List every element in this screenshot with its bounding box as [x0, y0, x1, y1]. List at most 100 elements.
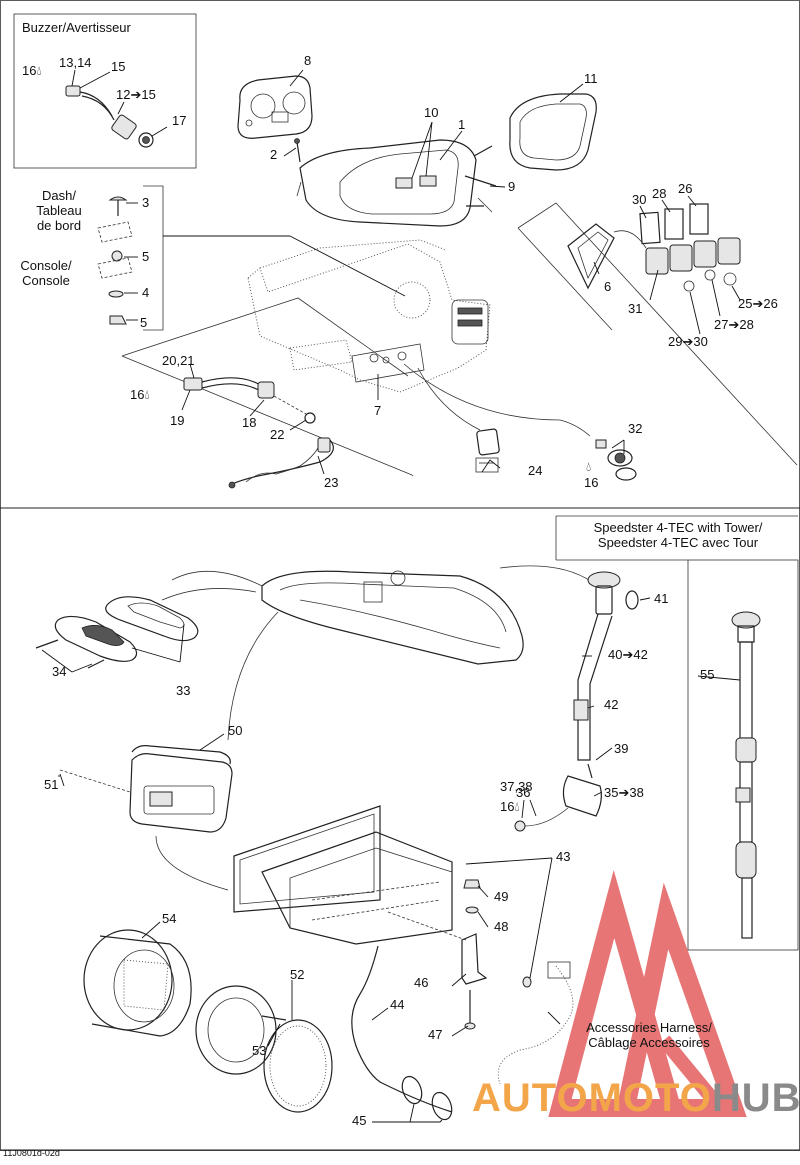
- callout-16-harness: 16💧︎: [130, 387, 150, 402]
- drop-icon-32: 💧︎: [586, 459, 592, 474]
- callout-13-14: 13,14: [59, 55, 92, 70]
- harness-23: [183, 377, 334, 489]
- callout-9: 9: [508, 179, 516, 194]
- drop-icon: 💧︎: [144, 387, 150, 402]
- callout-22: 22: [270, 427, 285, 442]
- callout-6: 6: [604, 279, 612, 294]
- cable-32: [403, 363, 637, 481]
- callout-40-42: 40➔42: [608, 647, 648, 662]
- automotohub-watermark: AUTOMOTOHUB: [472, 1076, 800, 1120]
- callout-12-15: 12➔15: [116, 87, 156, 102]
- callout-16-buzzer: 16💧︎: [22, 63, 42, 78]
- tower-pole-55: [731, 611, 761, 939]
- callout-5b: 5: [140, 315, 148, 330]
- screw-2: [294, 138, 301, 163]
- gauge-cluster: [237, 75, 313, 139]
- callout-4: 4: [142, 285, 150, 300]
- callout-2: 2: [270, 147, 278, 162]
- buzzer-assembly: [65, 85, 154, 148]
- callout-1: 1: [458, 117, 466, 132]
- switch-24: [475, 428, 500, 473]
- callout-5a: 5: [142, 249, 150, 264]
- drop-icon: 💧︎: [514, 799, 520, 814]
- callout-29-30: 29➔30: [668, 334, 708, 349]
- callout-37-38: 37,38: [500, 779, 533, 794]
- callout-42: 42: [604, 697, 619, 712]
- callout-50: 50: [228, 723, 243, 738]
- console-box-title: Console/ Console: [20, 258, 72, 288]
- callout-20-21: 20,21: [162, 353, 195, 368]
- trim-ring: [473, 93, 597, 171]
- automotohub-logo-mark: [548, 870, 747, 1117]
- dash-box-title: Dash/ Tableau de bord: [36, 188, 82, 233]
- dash-housing: [296, 139, 477, 227]
- callout-15: 15: [111, 59, 126, 74]
- harness-44: [351, 945, 453, 1121]
- callout-45: 45: [352, 1113, 367, 1128]
- accessories-harness-label: Accessories Harness/ Câblage Accessoires: [586, 1020, 712, 1050]
- callout-49: 49: [494, 889, 509, 904]
- callout-53: 53: [252, 1043, 267, 1058]
- callout-25-26: 25➔26: [738, 296, 778, 311]
- callout-3: 3: [142, 195, 150, 210]
- assembly-arrow-b: [227, 611, 279, 741]
- callout-18: 18: [242, 415, 257, 430]
- callout-30: 30: [632, 192, 647, 207]
- buzzer-box: [13, 13, 197, 169]
- callout-27-28: 27➔28: [714, 317, 754, 332]
- callout-17: 17: [172, 113, 187, 128]
- callout-48: 48: [494, 919, 509, 934]
- speaker-trim-33: [35, 596, 199, 669]
- assembly-arrow-a: [161, 588, 257, 601]
- callout-55: 55: [700, 667, 715, 682]
- speaker-54: [83, 929, 192, 1037]
- radio-cover-50: [129, 745, 233, 833]
- callout-16-32: 16: [584, 475, 599, 490]
- figure-code: 11J0801d-02d: [3, 1148, 60, 1158]
- dash-fasteners: [97, 196, 133, 325]
- callout-52: 52: [290, 967, 305, 982]
- callout-26: 26: [678, 181, 693, 196]
- speaker-52: [195, 985, 333, 1113]
- drop-icon: 💧︎: [36, 63, 42, 78]
- tower-box: [687, 559, 799, 951]
- callout-34: 34: [52, 664, 67, 679]
- callout-31: 31: [628, 301, 643, 316]
- callout-7: 7: [374, 403, 382, 418]
- callout-41: 41: [654, 591, 669, 606]
- callout-23: 23: [324, 475, 339, 490]
- callout-32: 32: [628, 421, 643, 436]
- switch-panel: [567, 203, 741, 292]
- callout-11: 11: [584, 71, 598, 86]
- callout-28: 28: [652, 186, 667, 201]
- callout-43: 43: [556, 849, 571, 864]
- callout-39: 39: [614, 741, 629, 756]
- boat-hull: [171, 565, 593, 665]
- callout-19: 19: [170, 413, 185, 428]
- callout-8: 8: [304, 53, 312, 68]
- tower-light: [514, 571, 639, 832]
- callout-51: 51: [44, 777, 59, 792]
- leader-lines: [41, 69, 741, 1123]
- accessories-harness: [497, 965, 574, 1085]
- callout-24: 24: [528, 463, 543, 478]
- callout-35-38: 35➔38: [604, 785, 644, 800]
- dash-console-bracket: [143, 185, 164, 331]
- bracket-46: [461, 879, 532, 1030]
- stereo-43: [233, 805, 467, 945]
- callout-47: 47: [428, 1027, 443, 1042]
- assembly-arrow-c: [155, 835, 229, 891]
- callout-54: 54: [162, 911, 177, 926]
- callout-36: 36: [516, 785, 531, 800]
- console-body: [247, 239, 491, 393]
- callout-33: 33: [176, 683, 191, 698]
- tower-box-title: Speedster 4-TEC with Tower/ Speedster 4-…: [593, 520, 763, 550]
- callout-46: 46: [414, 975, 429, 990]
- screws-9: [464, 175, 497, 213]
- callout-10: 10: [424, 105, 439, 120]
- callout-44: 44: [390, 997, 405, 1012]
- buzzer-box-title: Buzzer/Avertisseur: [22, 20, 131, 35]
- callout-16-tower: 16💧︎: [500, 799, 520, 814]
